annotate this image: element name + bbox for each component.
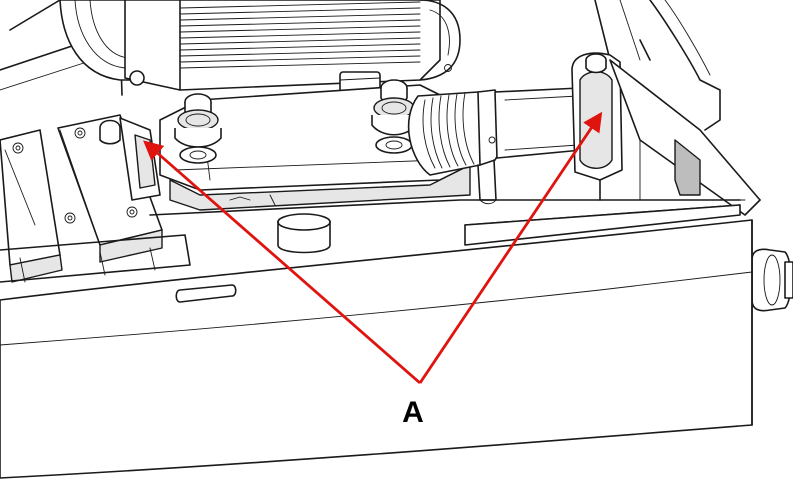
- table-base-rails: [0, 234, 191, 283]
- bearing-housing-right: [571, 52, 623, 201]
- callout-label: A: [402, 396, 424, 429]
- adjustment-nut-right: [375, 136, 413, 154]
- callout-leader-left: [143, 140, 421, 385]
- motor-cooling-fins: [179, 1, 421, 69]
- bearing-housing-left: [99, 117, 161, 201]
- mounting-bolt-left: [174, 93, 222, 148]
- mounting-bolt-right: [371, 79, 417, 136]
- drain-slot: [175, 284, 237, 303]
- machine-base-tray: [0, 199, 753, 479]
- side-handwheel: [751, 248, 793, 312]
- callout-a: A: [143, 111, 603, 429]
- center-spindle-boss: [277, 213, 331, 254]
- bellows-folds: [422, 92, 475, 169]
- left-clamp-table: [0, 129, 63, 283]
- bellows-coupling: [407, 89, 504, 176]
- right-side-panel: [609, 0, 761, 216]
- adjustment-nut-left: [179, 146, 217, 164]
- callout-leader-right: [418, 111, 603, 384]
- electric-motor: [59, 0, 461, 113]
- shaft-support-stand: [477, 159, 497, 205]
